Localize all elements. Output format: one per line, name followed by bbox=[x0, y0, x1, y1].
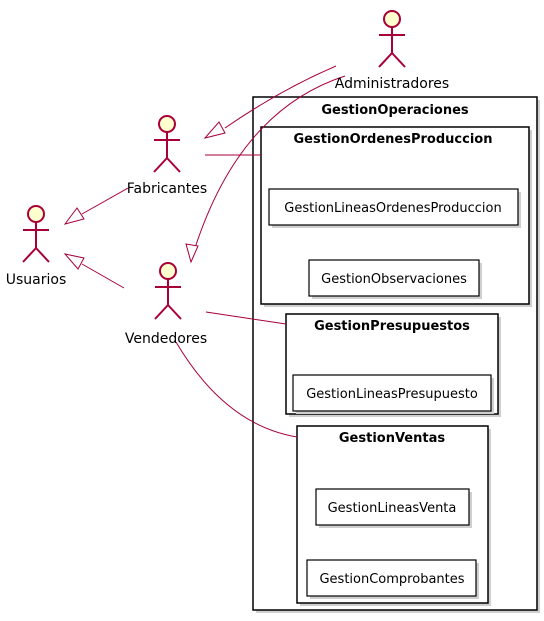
package-title: GestionOrdenesProduccion bbox=[294, 132, 493, 147]
actor-head-icon bbox=[158, 115, 176, 133]
usecase-gestion-lineas-ordenes-produccion: GestionLineasOrdenesProduccion bbox=[268, 188, 521, 228]
actor-label: Fabricantes bbox=[127, 181, 207, 197]
actor-administradores: Administradores bbox=[335, 10, 449, 92]
actor-head-icon bbox=[159, 262, 177, 280]
package-title: GestionPresupuestos bbox=[314, 319, 470, 334]
generalization-arrowhead bbox=[185, 243, 199, 264]
actor-head-icon bbox=[383, 10, 401, 28]
relationships bbox=[63, 65, 346, 438]
usecase-label: GestionLineasVenta bbox=[328, 501, 457, 516]
package-title: GestionVentas bbox=[339, 431, 445, 446]
generalization-arrowhead bbox=[63, 207, 85, 225]
generalization-arrowhead bbox=[63, 253, 85, 270]
association-vendedores-ventas bbox=[175, 341, 298, 438]
generalization-vendedores-usuarios bbox=[81, 263, 125, 289]
usecase-gestion-comprobantes: GestionComprobantes bbox=[306, 559, 479, 599]
usecase-label: GestionObservaciones bbox=[321, 272, 467, 287]
actor-label: Administradores bbox=[335, 76, 449, 92]
association-vendedores-presupuestos bbox=[205, 311, 287, 325]
generalization-fabricantes-usuarios bbox=[81, 187, 129, 215]
actor-fabricantes: Fabricantes bbox=[127, 115, 207, 197]
generalization-admin-fabricantes bbox=[224, 65, 337, 129]
package-title: GestionOperaciones bbox=[321, 103, 469, 118]
generalization-admin-vendedores bbox=[194, 75, 346, 249]
actor-label: Usuarios bbox=[6, 272, 67, 288]
actor-head-icon bbox=[27, 205, 45, 223]
usecase-label: GestionLineasPresupuesto bbox=[306, 387, 478, 402]
actor-label: Vendedores bbox=[125, 331, 207, 347]
usecase-gestion-lineas-venta: GestionLineasVenta bbox=[315, 488, 472, 528]
actor-usuarios: Usuarios bbox=[6, 205, 67, 288]
usecase-label: GestionComprobantes bbox=[319, 572, 464, 587]
usecase-gestion-observaciones: GestionObservaciones bbox=[308, 259, 482, 299]
usecase-gestion-lineas-presupuesto: GestionLineasPresupuesto bbox=[292, 374, 494, 414]
usecase-label: GestionLineasOrdenesProduccion bbox=[284, 201, 501, 216]
actor-vendedores: Vendedores bbox=[125, 262, 207, 347]
generalization-arrowhead bbox=[203, 121, 226, 139]
